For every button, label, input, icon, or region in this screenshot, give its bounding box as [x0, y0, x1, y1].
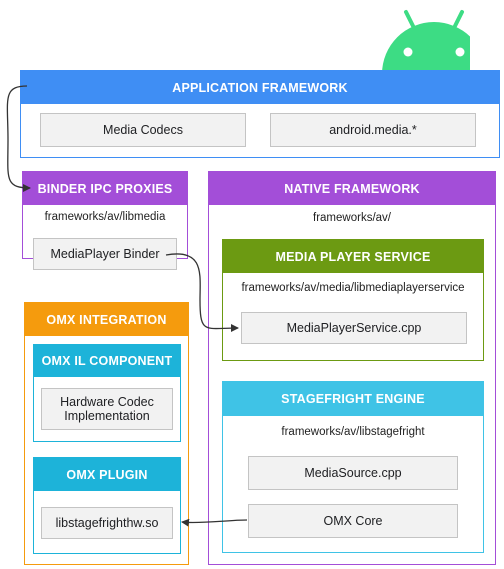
- mediaplayer-binder-box: MediaPlayer Binder: [33, 238, 177, 270]
- binder-ipc-proxies-panel: BINDER IPC PROXIES frameworks/av/libmedi…: [22, 171, 188, 270]
- stagefright-path: frameworks/av/libstagefright: [281, 426, 425, 438]
- omx-il-component-title: OMX IL COMPONENT: [34, 345, 180, 377]
- libstagefrighthw-box: libstagefrighthw.so: [41, 507, 173, 539]
- android-media-box: android.media.*: [270, 113, 476, 147]
- native-framework-title: NATIVE FRAMEWORK: [209, 172, 495, 205]
- omx-core-box: OMX Core: [248, 504, 458, 538]
- mediaplayerservice-cpp-box: MediaPlayerService.cpp: [241, 312, 467, 344]
- binder-ipc-proxies-title: BINDER IPC PROXIES: [23, 172, 187, 205]
- native-framework-path: frameworks/av/: [313, 212, 391, 224]
- android-logo-icon: [382, 10, 470, 74]
- omx-plugin-title: OMX PLUGIN: [34, 458, 180, 491]
- omx-integration-title: OMX INTEGRATION: [25, 303, 188, 336]
- omx-il-component-panel: OMX IL COMPONENT Hardware Codec Implemen…: [33, 344, 181, 442]
- binder-path: frameworks/av/libmedia: [44, 211, 166, 223]
- media-codecs-box: Media Codecs: [40, 113, 246, 147]
- omx-plugin-panel: OMX PLUGIN libstagefrighthw.so: [33, 457, 181, 554]
- mediasource-cpp-box: MediaSource.cpp: [248, 456, 458, 490]
- media-player-service-title: MEDIA PLAYER SERVICE: [223, 240, 483, 273]
- hardware-codec-implementation-box: Hardware Codec Implementation: [41, 388, 173, 430]
- media-player-service-path: frameworks/av/media/libmediaplayerservic…: [241, 282, 465, 294]
- media-player-service-panel: MEDIA PLAYER SERVICE frameworks/av/media…: [222, 239, 484, 361]
- application-framework-panel: APPLICATION FRAMEWORK Media Codecs andro…: [20, 70, 500, 158]
- application-framework-title: APPLICATION FRAMEWORK: [21, 71, 499, 104]
- stagefright-engine-title: STAGEFRIGHT ENGINE: [223, 382, 483, 416]
- stagefright-engine-panel: STAGEFRIGHT ENGINE frameworks/av/libstag…: [222, 381, 484, 553]
